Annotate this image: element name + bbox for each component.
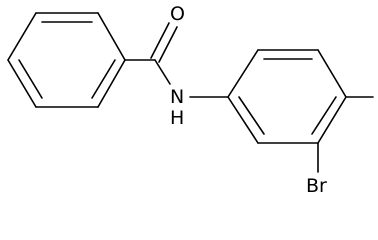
ring1-double-bond <box>18 59 43 99</box>
nitrogen-label: N <box>170 86 184 108</box>
carbonyl-double-bond <box>150 22 170 59</box>
hydrogen-label: H <box>170 107 184 129</box>
ring2-bond <box>227 96 259 144</box>
carbon-nitrogen-bond <box>154 59 171 85</box>
ring2-double-bond <box>311 96 337 135</box>
ring2-double-bond <box>238 96 265 135</box>
ring1-bond <box>97 12 126 61</box>
structure-svg: O N H Br <box>7 3 374 197</box>
oxygen-label: O <box>170 3 185 25</box>
ring1-bond <box>97 59 126 108</box>
bromine-label: Br <box>306 175 327 197</box>
bromotolyl-ring <box>227 49 374 173</box>
ring2-bond <box>317 96 347 144</box>
molecule-diagram: O N H Br <box>7 3 374 197</box>
ring2-bond <box>227 49 259 98</box>
ring1-bond <box>7 12 37 61</box>
carbonyl-double-bond <box>158 26 178 63</box>
ring1-bond <box>7 59 37 108</box>
amide-group <box>124 22 229 98</box>
ring1-double-bond <box>91 59 116 99</box>
ring2-bond <box>317 49 347 98</box>
benzoyl-ring <box>7 12 126 108</box>
